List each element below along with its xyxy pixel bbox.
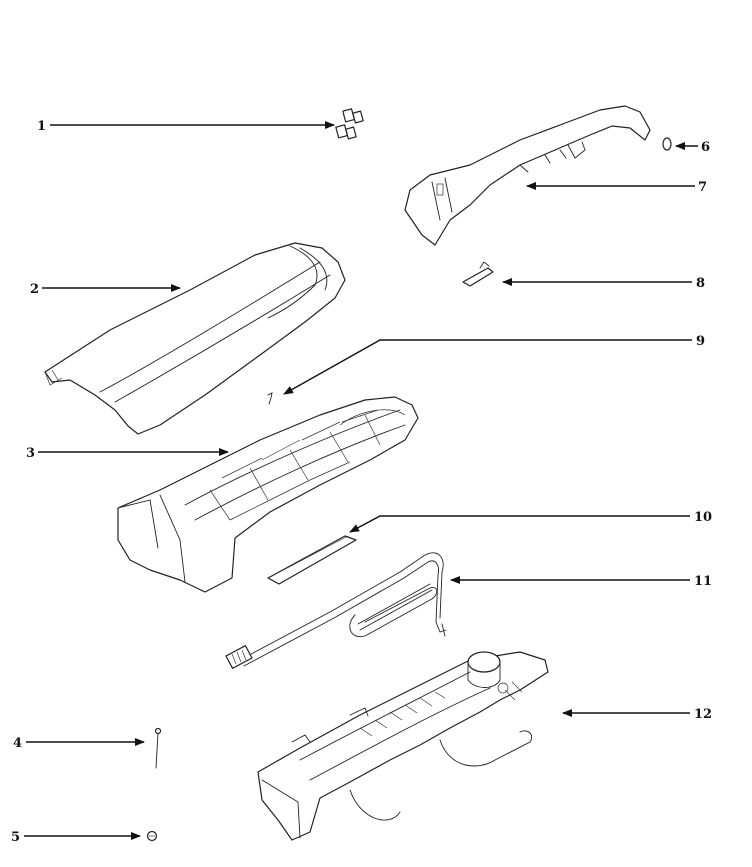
part-8-bracket <box>462 261 494 287</box>
callout-2-label: 2 <box>30 282 39 297</box>
callout-7-label: 7 <box>698 180 707 195</box>
callout-5-label: 5 <box>11 830 20 845</box>
callout-1-label: 1 <box>37 119 46 134</box>
leader-lines <box>24 121 698 840</box>
part-2-cover <box>44 242 346 435</box>
callout-10-label: 10 <box>694 510 712 525</box>
callout-9-label: 9 <box>696 334 705 349</box>
callout-11-label: 11 <box>694 574 712 589</box>
part-7-handle <box>404 105 651 246</box>
part-4-pin <box>154 727 162 769</box>
part-3-base <box>117 396 419 593</box>
part-10-strip <box>267 535 357 585</box>
callout-12-label: 12 <box>694 707 712 722</box>
callout-8-label: 8 <box>696 276 705 291</box>
part-9-screw <box>267 392 273 405</box>
callout-4-label: 4 <box>13 736 22 751</box>
callout-3-label: 3 <box>26 446 35 461</box>
part-11-element <box>225 552 447 669</box>
callout-6-label: 6 <box>701 140 710 155</box>
part-12-soleplate <box>257 651 549 841</box>
part-6-ring <box>662 137 672 151</box>
part-5-washer <box>146 830 158 842</box>
part-1-clips <box>335 108 364 140</box>
